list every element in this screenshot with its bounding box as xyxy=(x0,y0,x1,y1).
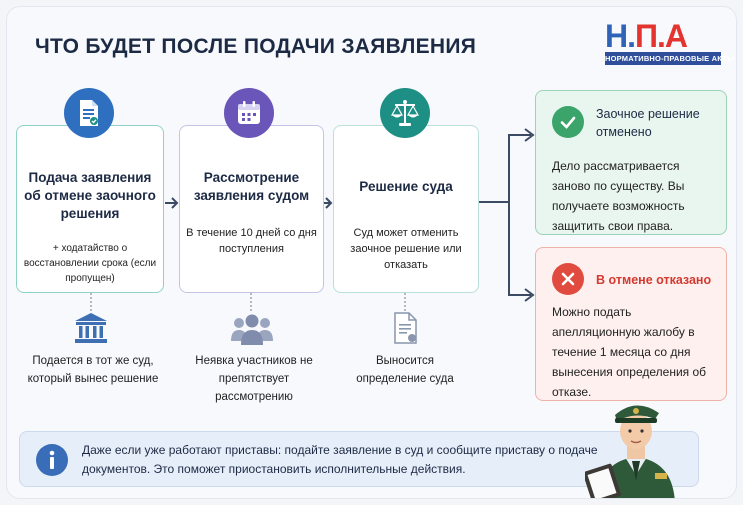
result-text: Дело рассматривается заново по существу.… xyxy=(552,159,685,233)
note-text: Даже если уже работают приставы: подайте… xyxy=(82,443,598,476)
document-icon xyxy=(394,312,417,344)
step-title: Подача заявления об отмене заочного реше… xyxy=(24,170,156,221)
logo-mark: Н.П.А xyxy=(605,18,688,54)
connector-line xyxy=(90,293,92,311)
infographic: ЧТО БУДЕТ ПОСЛЕ ПОДАЧИ ЗАЯВЛЕНИЯ Н.П.А Н… xyxy=(6,6,737,499)
calendar-icon xyxy=(224,88,274,138)
step-card-review: Рассмотрение заявления судом В течение 1… xyxy=(179,125,324,293)
step-title: Рассмотрение заявления судом xyxy=(193,170,310,203)
document-icon xyxy=(64,88,114,138)
branch-arrows xyxy=(479,128,535,302)
arrow-right-icon xyxy=(165,197,179,209)
page-title: ЧТО БУДЕТ ПОСЛЕ ПОДАЧИ ЗАЯВЛЕНИЯ xyxy=(35,35,477,58)
info-icon xyxy=(36,444,68,476)
step-note: Неявка участников не препятствует рассмо… xyxy=(195,355,313,403)
step-text: + ходатайство о восстановлении срока (ес… xyxy=(23,243,157,284)
connector-line xyxy=(404,293,406,311)
step-title: Решение суда xyxy=(359,179,453,194)
check-icon xyxy=(552,106,584,138)
step-text: Суд может отменить заочное решение или о… xyxy=(350,227,462,271)
logo: Н.П.А НОРМАТИВНО-ПРАВОВЫЕ АКТЫ xyxy=(605,18,735,67)
cross-icon xyxy=(552,263,584,295)
step-card-filing: Подача заявления об отмене заочного реше… xyxy=(16,125,164,293)
result-title: Заочное решение отменено xyxy=(596,107,700,139)
step-card-decision: Решение суда Суд может отменить заочное … xyxy=(333,125,479,293)
step-text: В течение 10 дней со дня поступления xyxy=(186,227,317,255)
info-note: Даже если уже работают приставы: подайте… xyxy=(19,431,699,487)
people-icon xyxy=(231,314,273,345)
result-title: В отмене отказано xyxy=(596,273,712,287)
result-card-cancelled: Заочное решение отменено Дело рассматрив… xyxy=(535,90,727,235)
bailiff-illustration xyxy=(585,405,675,498)
result-card-refused: В отмене отказано Можно подать апелляцио… xyxy=(535,247,727,401)
scales-icon xyxy=(380,88,430,138)
step-note: Подается в тот же суд, который вынес реш… xyxy=(27,355,159,385)
connector-line xyxy=(250,293,252,311)
result-text: Можно подать апелляционную жалобу в тече… xyxy=(552,305,707,399)
courthouse-icon xyxy=(75,313,107,343)
logo-subtitle: НОРМАТИВНО-ПРАВОВЫЕ АКТЫ xyxy=(605,52,735,65)
step-note: Выносится определение суда xyxy=(356,355,454,385)
